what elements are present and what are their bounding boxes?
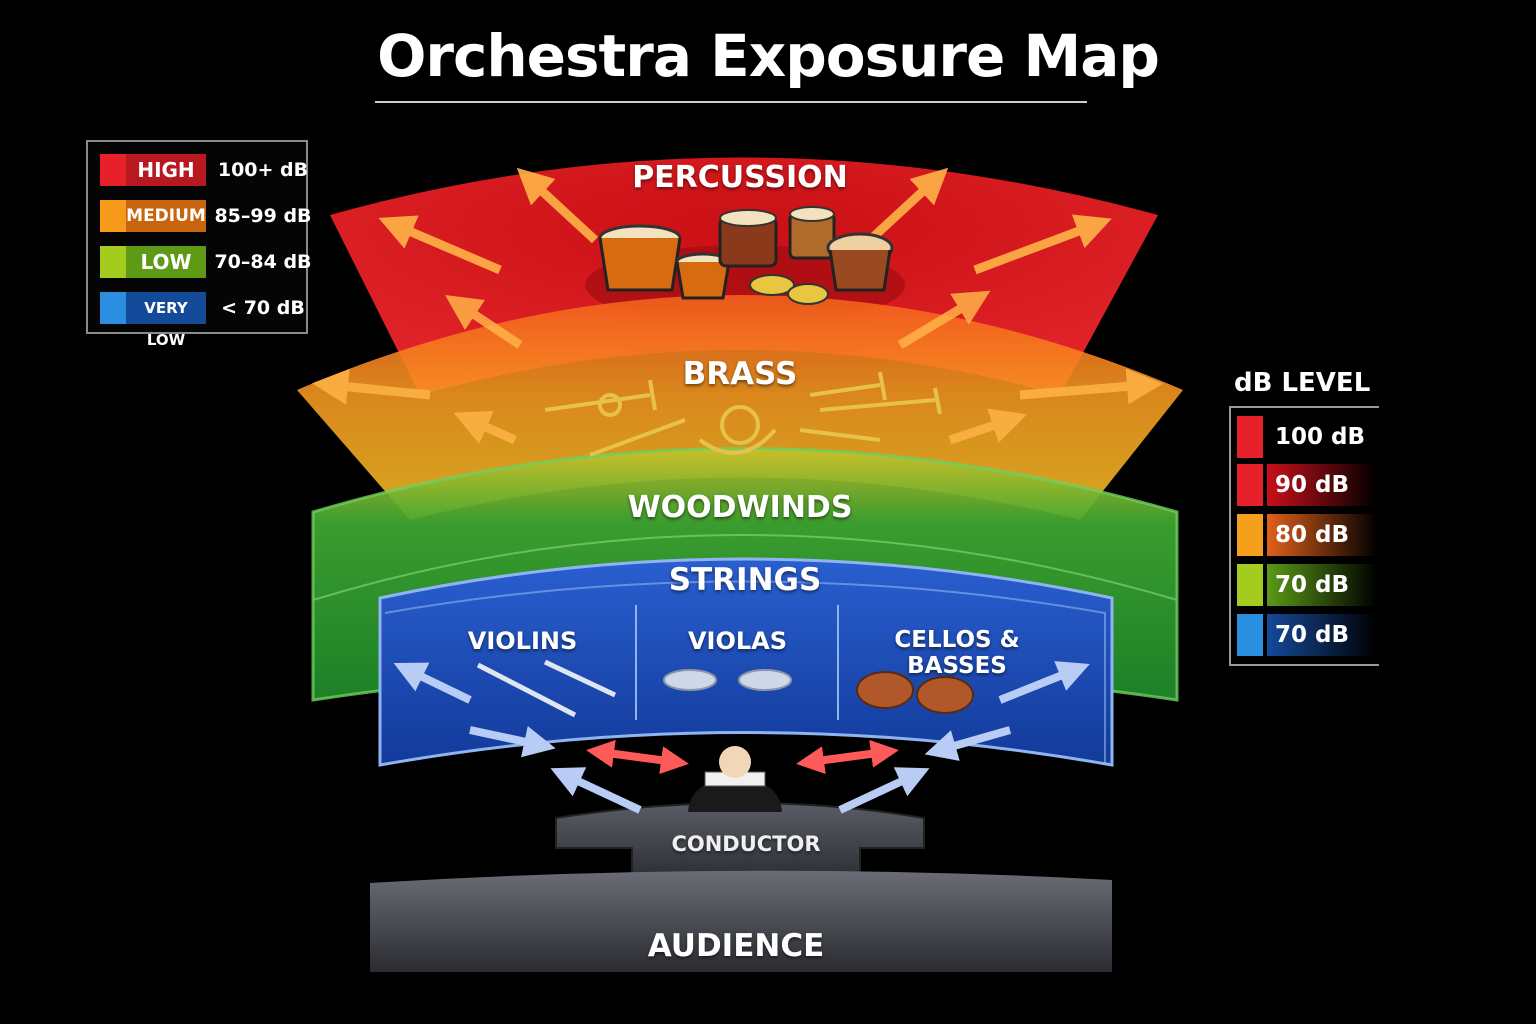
db-row-90: 90 dB bbox=[1237, 464, 1377, 506]
percussion-label: PERCUSSION bbox=[590, 160, 890, 195]
legend-level-medium: MEDIUM bbox=[126, 200, 206, 232]
db-label: 80 dB bbox=[1275, 514, 1349, 556]
legend-swatch-high bbox=[100, 154, 126, 186]
strings-label: STRINGS bbox=[620, 562, 870, 598]
db-scale: 100 dB 90 dB 80 dB 70 dB 70 dB bbox=[1229, 406, 1379, 666]
brass-label: BRASS bbox=[640, 356, 840, 392]
db-swatch bbox=[1237, 416, 1263, 458]
db-label: 100 dB bbox=[1275, 416, 1365, 458]
violins-label: VIOLINS bbox=[445, 627, 600, 655]
conductor-label: CONDUCTOR bbox=[632, 832, 860, 856]
db-row-80: 80 dB bbox=[1237, 514, 1377, 556]
violas-label: VIOLAS bbox=[660, 627, 815, 655]
legend-row-medium: MEDIUM 85–99 dB bbox=[100, 198, 300, 232]
woodwinds-label: WOODWINDS bbox=[590, 490, 890, 525]
cellos-basses-label: CELLOS & BASSES bbox=[846, 627, 1068, 679]
exposure-legend: HIGH 100+ dB MEDIUM 85–99 dB LOW 70–84 d… bbox=[86, 140, 308, 334]
legend-row-high: HIGH 100+ dB bbox=[100, 152, 300, 186]
db-swatch bbox=[1237, 564, 1263, 606]
legend-swatch-medium bbox=[100, 200, 126, 232]
legend-range-high: 100+ dB bbox=[208, 154, 318, 186]
legend-swatch-low bbox=[100, 246, 126, 278]
title-underline bbox=[375, 101, 1087, 103]
db-row-70-blue: 70 dB bbox=[1237, 614, 1377, 656]
db-row-100: 100 dB bbox=[1237, 416, 1377, 458]
legend-level-very-low: VERY LOW bbox=[126, 292, 206, 324]
db-scale-title: dB LEVEL bbox=[1234, 368, 1394, 398]
db-swatch bbox=[1237, 464, 1263, 506]
legend-level-low: LOW bbox=[126, 246, 206, 278]
legend-level-high: HIGH bbox=[126, 154, 206, 186]
db-row-70-green: 70 dB bbox=[1237, 564, 1377, 606]
legend-row-very-low: VERY LOW < 70 dB bbox=[100, 290, 300, 324]
db-label: 90 dB bbox=[1275, 464, 1349, 506]
page-title: Orchestra Exposure Map bbox=[0, 22, 1536, 90]
legend-range-very-low: < 70 dB bbox=[208, 292, 318, 324]
legend-row-low: LOW 70–84 dB bbox=[100, 244, 300, 278]
audience-label: AUDIENCE bbox=[600, 928, 872, 964]
db-label: 70 dB bbox=[1275, 614, 1349, 656]
db-label: 70 dB bbox=[1275, 564, 1349, 606]
legend-swatch-very-low bbox=[100, 292, 126, 324]
legend-range-medium: 85–99 dB bbox=[208, 200, 318, 232]
db-swatch bbox=[1237, 514, 1263, 556]
db-swatch bbox=[1237, 614, 1263, 656]
conductor-figure bbox=[688, 746, 782, 812]
legend-range-low: 70–84 dB bbox=[208, 246, 318, 278]
